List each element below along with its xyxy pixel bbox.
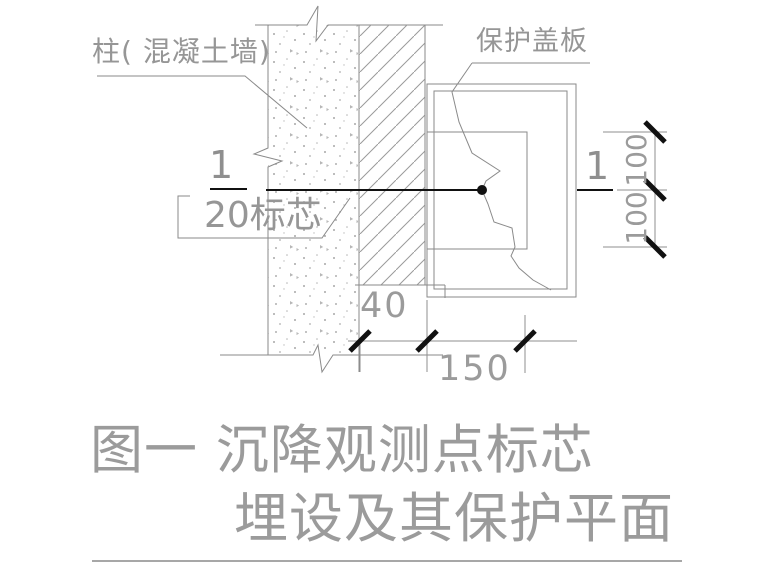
dimension-tick (415, 329, 439, 353)
plaster-hatch-band (355, 25, 446, 298)
figure-title-line1: 图一 沉降观测点标芯 (90, 420, 594, 481)
label-leaders (97, 62, 590, 239)
dimension-cover-width: 150 (438, 349, 511, 389)
figure-title-line2: 埋设及其保护平面 (234, 487, 674, 550)
dimension-tick (643, 120, 667, 144)
break-mark-bottom (220, 343, 443, 374)
right-dimension (603, 120, 667, 259)
bottom-dimension (348, 300, 577, 373)
dimension-lower-height: 100 (620, 191, 653, 245)
marker-core-label: 20标芯 (204, 195, 322, 236)
observation-point-dot (477, 185, 487, 195)
dimension-tick (643, 178, 667, 202)
section-mark-right: 1 (585, 144, 610, 188)
dimension-tick (643, 235, 667, 259)
cover-box (426, 62, 577, 298)
break-mark-top (255, 5, 443, 43)
break-mark-left-edge (252, 25, 284, 355)
dimension-tick (348, 329, 372, 353)
cutaway-break-line (451, 62, 552, 291)
wall-label-leader (97, 75, 308, 129)
section-line (210, 185, 613, 195)
wall-label: 柱( 混凝土墙) (92, 35, 271, 68)
dimension-band-width: 40 (360, 286, 409, 326)
dimension-tick (513, 329, 537, 353)
cover-plate-label: 保护盖板 (476, 26, 588, 57)
section-mark-left: 1 (209, 143, 234, 187)
core-label-leader (177, 195, 351, 239)
